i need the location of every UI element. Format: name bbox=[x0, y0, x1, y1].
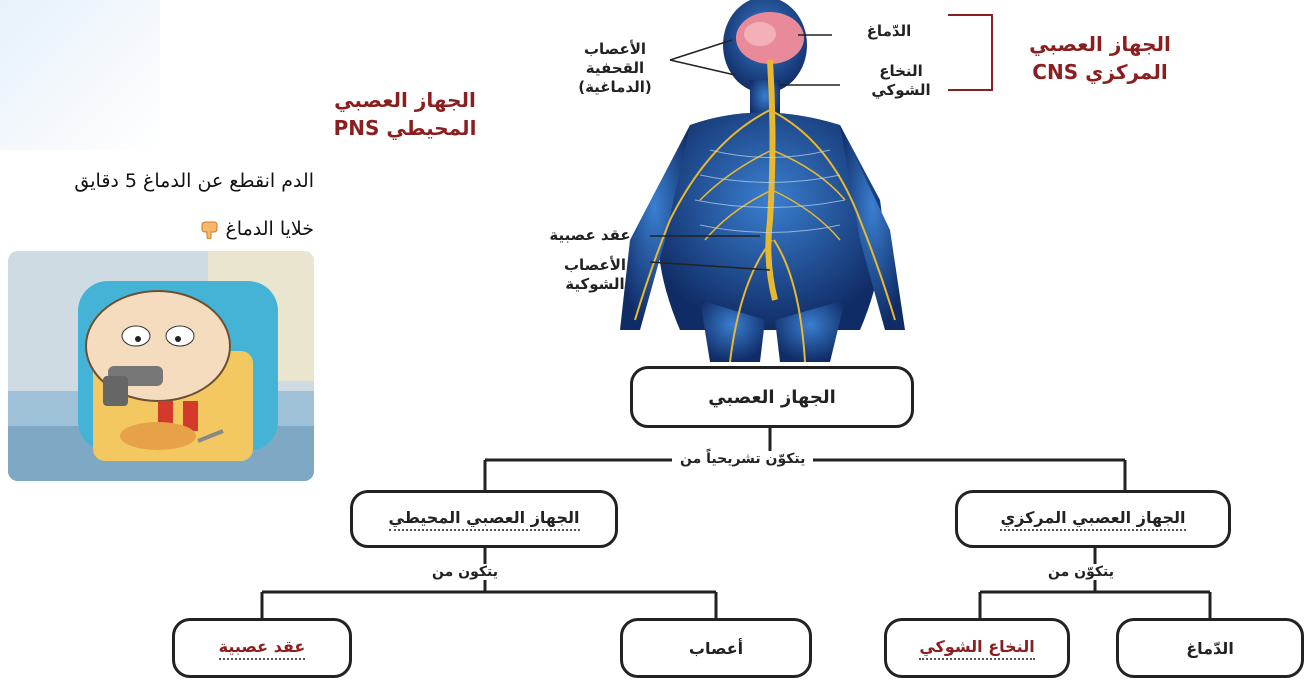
ganglia-node: عقد عصبية bbox=[172, 618, 352, 678]
root-edge-label: يتكوّن تشريحياً من bbox=[672, 451, 813, 467]
brain-node: الدّماغ bbox=[1116, 618, 1304, 678]
central-nervous-system-node: الجهاز العصبي المركزي bbox=[955, 490, 1231, 548]
peripheral-edge-label: يتكون من bbox=[424, 564, 506, 580]
central-edge-label: يتكوّن من bbox=[1040, 564, 1122, 580]
central-node-label: الجهاز العصبي المركزي bbox=[1000, 508, 1185, 531]
peripheral-node-label: الجهاز العصبي المحيطي bbox=[389, 508, 580, 531]
ganglia-node-label: عقد عصبية bbox=[219, 637, 306, 660]
spinal-cord-node-label: النخاع الشوكي bbox=[919, 637, 1034, 660]
nerves-node: أعصاب bbox=[620, 618, 812, 678]
peripheral-nervous-system-node: الجهاز العصبي المحيطي bbox=[350, 490, 618, 548]
spinal-cord-node: النخاع الشوكي bbox=[884, 618, 1070, 678]
nervous-system-node: الجهاز العصبي bbox=[630, 366, 914, 428]
